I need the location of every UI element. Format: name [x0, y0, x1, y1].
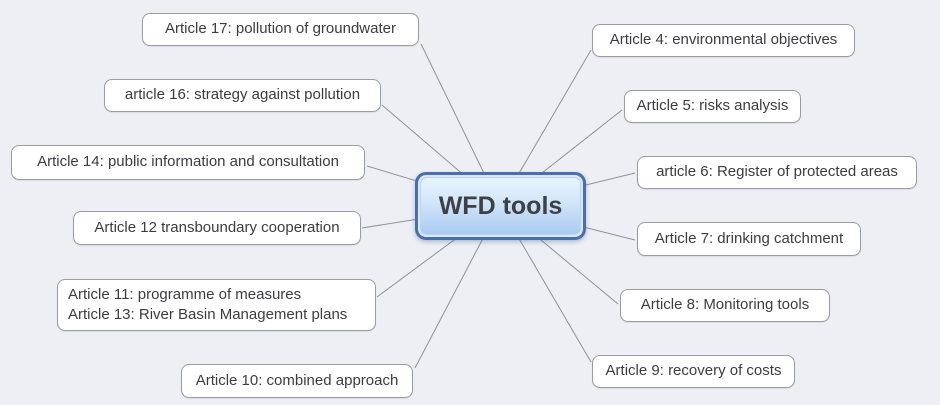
topic-article-12[interactable]: Article 12 transboundary cooperation: [73, 211, 361, 245]
topic-article-6[interactable]: article 6: Register of protected areas: [637, 156, 917, 189]
topic-article-14[interactable]: Article 14: public information and consu…: [11, 145, 365, 180]
topic-article-11-13[interactable]: Article 11: programme of measures Articl…: [57, 279, 376, 331]
topic-article-17[interactable]: Article 17: pollution of groundwater: [142, 13, 419, 46]
topic-article-8[interactable]: Article 8: Monitoring tools: [620, 289, 830, 322]
central-topic-wfd-tools[interactable]: WFD tools: [415, 172, 586, 240]
topic-article-9[interactable]: Article 9: recovery of costs: [592, 355, 795, 388]
topic-article-5[interactable]: Article 5: risks analysis: [624, 90, 801, 123]
central-topic-label: WFD tools: [420, 177, 581, 235]
topic-article-7[interactable]: Article 7: drinking catchment: [637, 222, 861, 256]
topic-article-4[interactable]: Article 4: environmental objectives: [592, 24, 855, 57]
topic-article-16[interactable]: article 16: strategy against pollution: [104, 79, 381, 112]
topic-article-10[interactable]: Article 10: combined approach: [181, 364, 413, 398]
